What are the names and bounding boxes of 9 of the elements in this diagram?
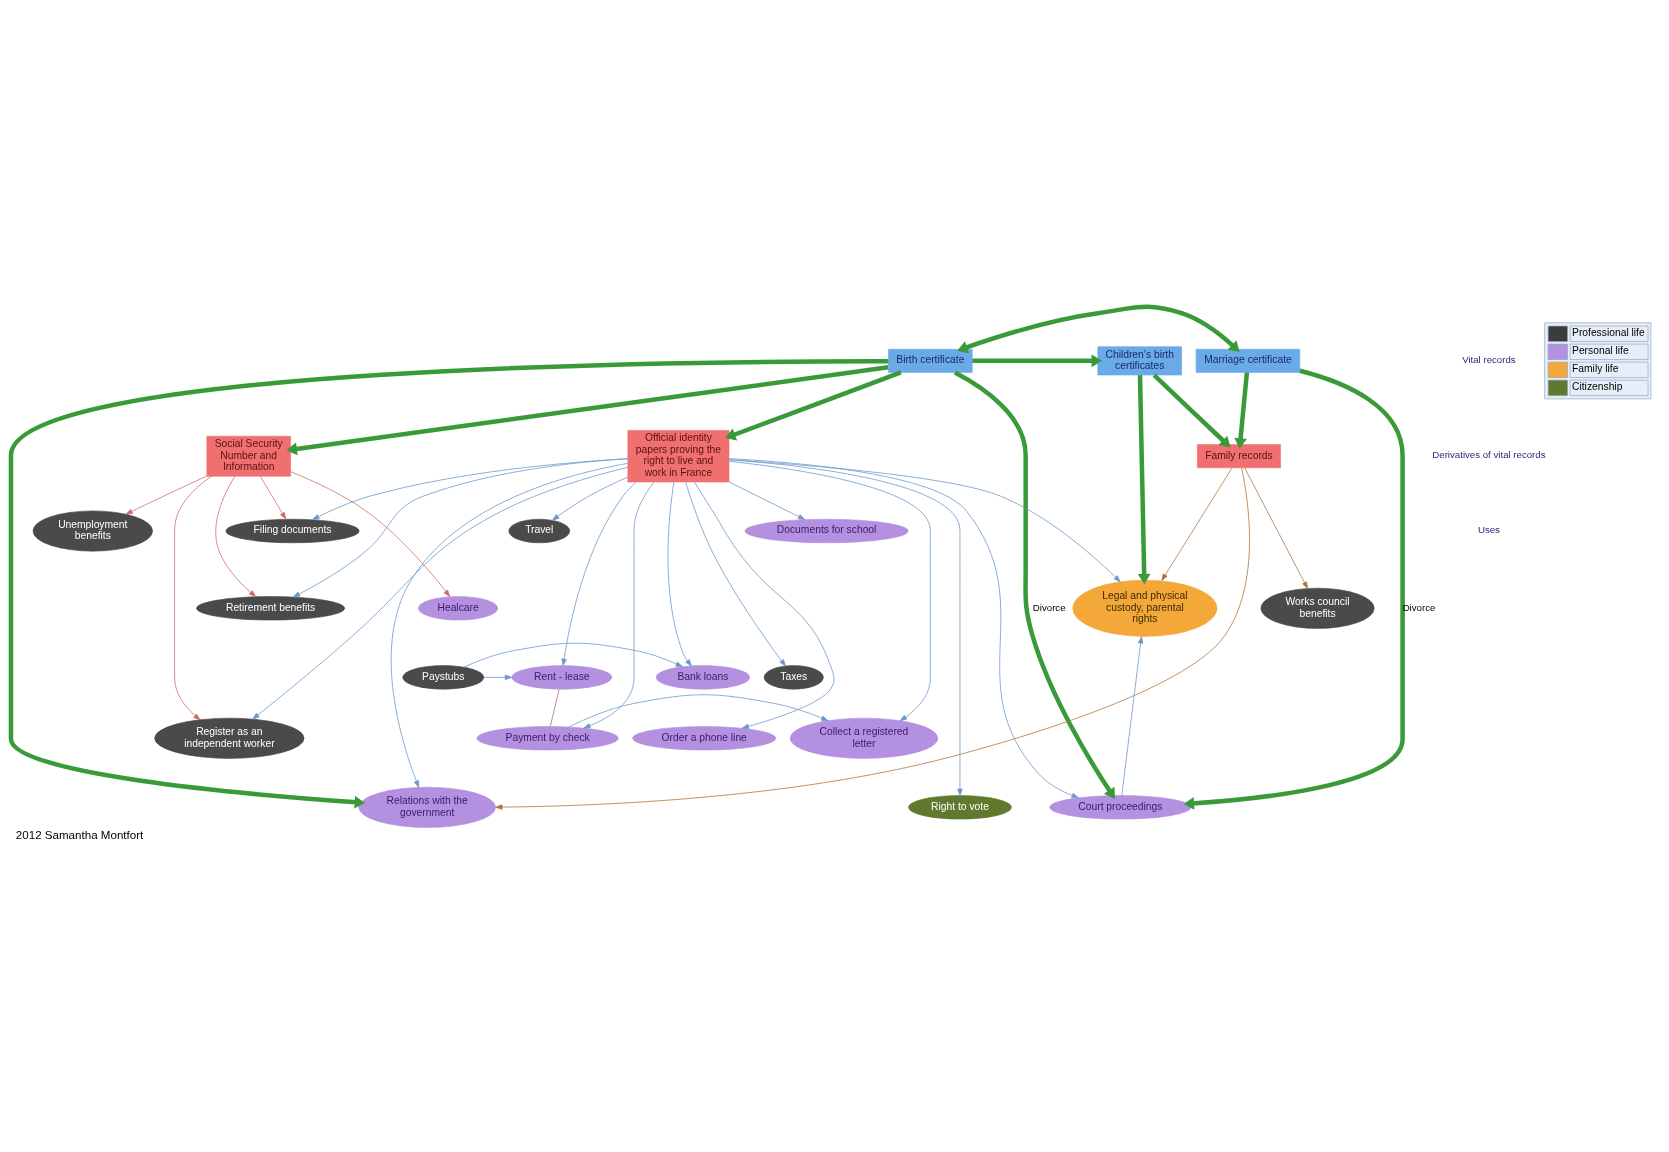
label: Uses	[1477, 524, 1500, 536]
legend-label: Family life	[1572, 363, 1619, 375]
label: Derivatives of vital records	[1432, 449, 1546, 461]
legend-label: Personal life	[1572, 345, 1629, 357]
legend-label: Citizenship	[1572, 381, 1623, 393]
label: Vital records	[1462, 354, 1516, 366]
edge-label: Divorce	[1032, 601, 1066, 613]
legend-label: Professional life	[1572, 327, 1645, 339]
caption: 2012 Samantha Montfort	[15, 829, 144, 842]
